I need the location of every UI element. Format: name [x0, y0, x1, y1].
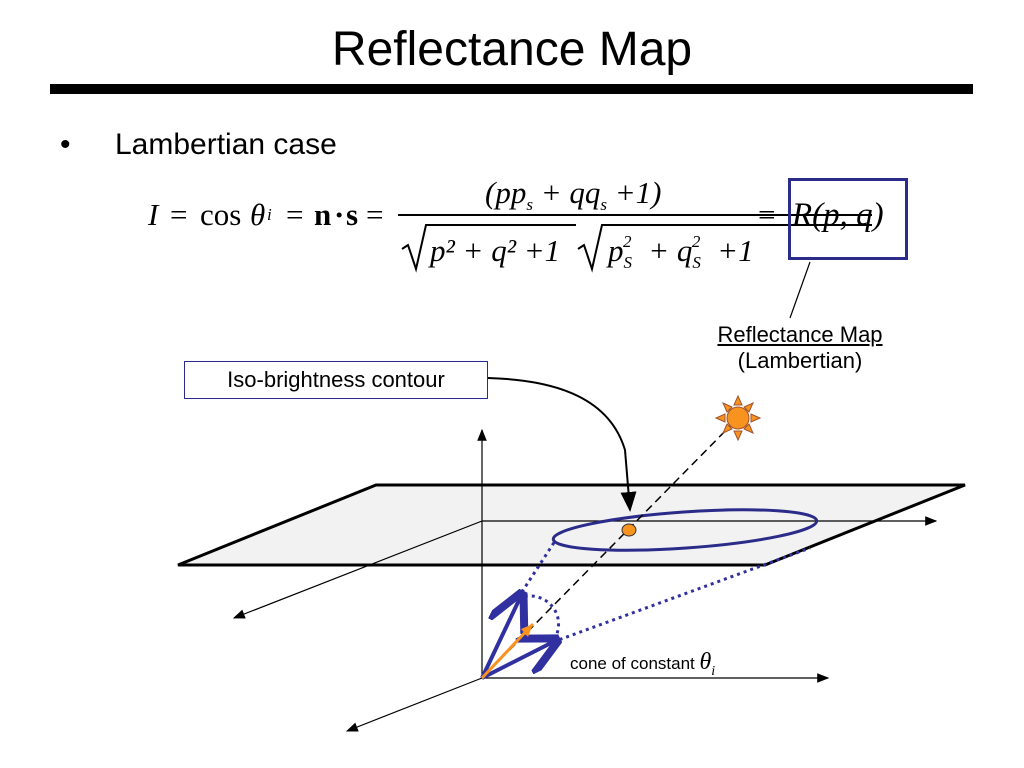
eq-theta-sub: i: [267, 205, 272, 224]
title-underline: [50, 84, 973, 94]
eq-numerator-a: (pps + qqs +1): [485, 175, 662, 214]
eq-theta: θ: [250, 197, 266, 232]
eq-intensity: I: [148, 197, 159, 232]
light-direction-line: [481, 417, 739, 679]
eq-dot: ·: [334, 197, 345, 232]
source-point: [621, 523, 637, 537]
reflectance-map-title: Reflectance Map: [717, 322, 883, 347]
eq-radicals: [401, 224, 872, 273]
y-axis: [345, 677, 483, 732]
reflectance-pointer-line: [789, 261, 811, 319]
normal-vector-2: [481, 642, 553, 680]
iso-brightness-contour: [551, 508, 819, 552]
normal-vector-1: [480, 598, 520, 679]
eq-denominator-left: p² + q² +1: [430, 233, 561, 268]
sun-icon: [714, 394, 762, 442]
cone-edge-left: [516, 540, 557, 599]
slide-title: Reflectance Map: [331, 23, 693, 76]
eq-denominator-right: pS2 + qS2 +1: [608, 232, 754, 272]
eq-source-s: s: [346, 197, 359, 232]
eq-normal-n: n: [314, 197, 332, 232]
lambertian-subtitle: (Lambertian): [737, 348, 863, 373]
eq-reflectance-function: R(p, q): [792, 197, 884, 233]
bullet-marker: •: [60, 128, 71, 161]
cone-theta: θi: [699, 649, 716, 679]
eq-equals-2: =: [286, 197, 304, 232]
source-vector-head: [521, 624, 533, 637]
eq-equals-3: =: [366, 197, 384, 232]
eq-fraction-line: [398, 214, 872, 216]
bullet-text: Lambertian case: [115, 128, 337, 161]
lambertian-equation: I = cos θ i = n · s = (pps + qqs +1) p² …: [140, 175, 920, 285]
eq-equals-4: =: [758, 197, 776, 232]
iso-brightness-label: Iso-brightness contour: [184, 361, 488, 399]
reflectance-highlight-box: [788, 178, 908, 260]
reflectance-map-label: Reflectance Map (Lambertian): [680, 322, 920, 374]
cone-label: cone of constant θi: [570, 649, 715, 680]
cone-text: cone of constant: [570, 654, 695, 673]
eq-cos: cos: [200, 197, 242, 232]
eq-equals-1: =: [170, 197, 188, 232]
iso-pointer-curve: [487, 377, 637, 512]
q-axis: [232, 520, 483, 619]
gradient-plane: [177, 483, 966, 567]
